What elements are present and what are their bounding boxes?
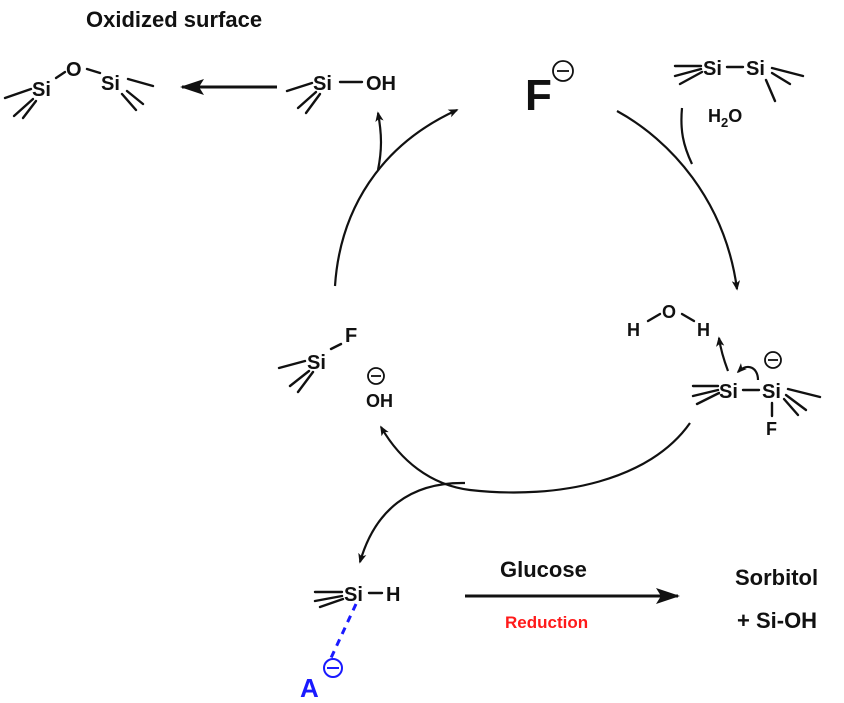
negative-charge-icon bbox=[367, 367, 385, 385]
bond bbox=[786, 387, 822, 399]
bond bbox=[277, 359, 307, 370]
bond bbox=[673, 67, 703, 78]
bond bbox=[21, 99, 38, 120]
bond bbox=[12, 97, 35, 118]
bond bbox=[784, 393, 808, 412]
bond bbox=[318, 597, 345, 609]
electron-push-arrow-to-h bbox=[716, 336, 730, 372]
fluoride-catalyst: F bbox=[525, 60, 574, 120]
bond bbox=[764, 78, 777, 103]
negative-charge-icon bbox=[323, 658, 343, 678]
water-formula: H2O bbox=[708, 106, 742, 130]
water-h-right: H bbox=[697, 320, 710, 340]
reagent-glucose: Glucose bbox=[500, 557, 587, 582]
water-o: O bbox=[662, 302, 676, 322]
cycle-arrow-regeneration bbox=[333, 108, 459, 287]
siloxane-o: O bbox=[66, 59, 82, 81]
bond bbox=[782, 397, 800, 417]
bond bbox=[126, 77, 155, 88]
fluoro-disilanide-structure: Si Si F bbox=[691, 351, 822, 439]
hydroxide-ion: OH bbox=[366, 367, 393, 411]
bond bbox=[54, 70, 67, 80]
bond bbox=[3, 87, 33, 100]
cycle-arrow-cleavage bbox=[380, 422, 691, 494]
title-oxidized-surface: Oxidized surface bbox=[86, 7, 262, 32]
siloxane-si-right: Si bbox=[101, 73, 120, 95]
bond bbox=[695, 391, 721, 406]
bond bbox=[313, 594, 344, 603]
bond bbox=[285, 81, 314, 93]
fdisilanide-f: F bbox=[766, 419, 777, 439]
silicon-hydride-structure: Si H bbox=[313, 584, 400, 609]
silanol-oh: OH bbox=[366, 73, 396, 95]
bond bbox=[680, 312, 696, 323]
bond bbox=[288, 369, 311, 388]
siloxane-structure: Si O Si bbox=[3, 59, 155, 120]
bond bbox=[296, 90, 318, 110]
disilane-si-left: Si bbox=[703, 58, 722, 80]
bond bbox=[770, 71, 792, 86]
hydride-si: Si bbox=[344, 584, 363, 606]
bond bbox=[304, 92, 322, 115]
silanol-structure: Si OH bbox=[285, 73, 396, 115]
electron-push-arrow-bond bbox=[736, 363, 760, 381]
fdisilanide-si-left: Si bbox=[719, 381, 738, 403]
branch-arrow-to-hydride bbox=[358, 481, 466, 564]
disilane-structure: Si Si bbox=[673, 58, 805, 103]
bond bbox=[120, 92, 138, 112]
bond bbox=[646, 312, 662, 323]
silanol-si: Si bbox=[313, 73, 332, 95]
hydroxide-label: OH bbox=[366, 391, 393, 411]
hydride-h: H bbox=[386, 584, 400, 606]
anion-a: A bbox=[300, 658, 343, 703]
bond bbox=[691, 388, 720, 398]
water-reagent: H2O bbox=[708, 106, 742, 130]
reagent-entry-curve bbox=[680, 107, 693, 165]
fluorosilane-structure: Si F bbox=[277, 325, 357, 394]
bond bbox=[329, 342, 343, 351]
bond bbox=[678, 70, 704, 86]
water-h-left: H bbox=[627, 320, 640, 340]
anion-symbol: A bbox=[300, 673, 319, 703]
product-sorbitol: Sorbitol bbox=[735, 565, 818, 590]
fluorosilane-f: F bbox=[345, 325, 357, 347]
branch-arrow-to-silanol bbox=[375, 111, 384, 171]
fdisilanide-si-right: Si bbox=[762, 381, 781, 403]
fluorosilane-si: Si bbox=[307, 352, 326, 374]
bond bbox=[296, 370, 315, 394]
bond bbox=[125, 89, 145, 106]
cycle-arrow-addition bbox=[616, 110, 741, 291]
bond bbox=[85, 67, 102, 75]
coordination-dashed-bond bbox=[329, 603, 358, 659]
fluoride-symbol: F bbox=[525, 71, 552, 120]
water-molecule: H O H bbox=[627, 302, 710, 340]
product-silanol: + Si-OH bbox=[737, 608, 817, 633]
bond bbox=[770, 66, 805, 78]
negative-charge-icon bbox=[764, 351, 782, 369]
siloxane-si-left: Si bbox=[32, 79, 51, 101]
negative-charge-icon bbox=[552, 60, 574, 82]
disilane-si-right: Si bbox=[746, 58, 765, 80]
condition-reduction: Reduction bbox=[505, 613, 588, 632]
